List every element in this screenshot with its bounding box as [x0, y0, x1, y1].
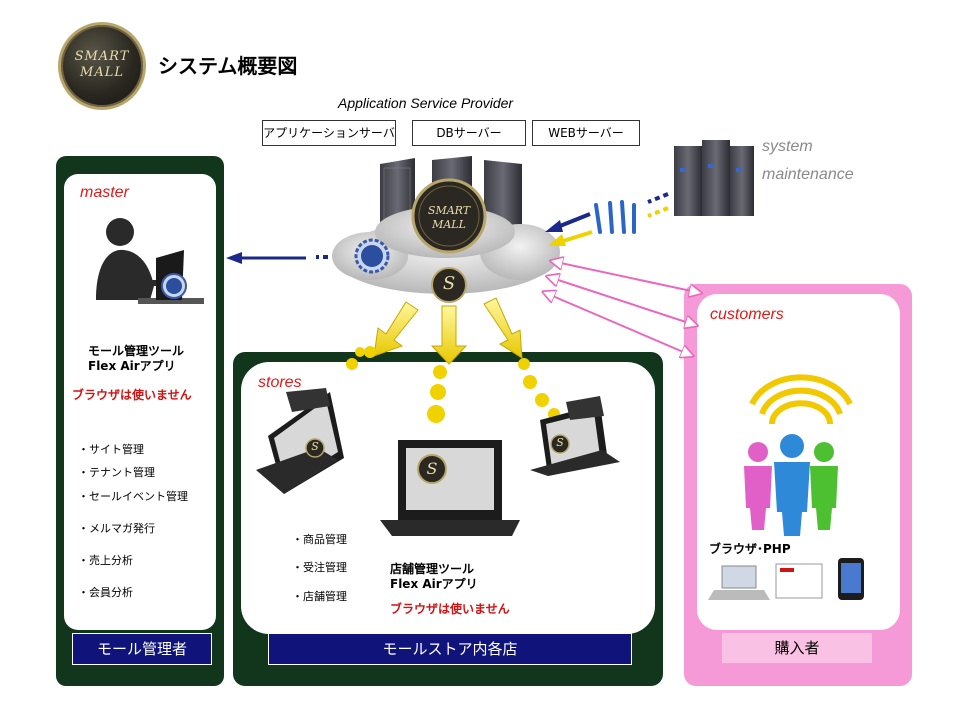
laptop-s-badge-center [417, 454, 447, 484]
stores-no-browser: ブラウザは使いません [390, 602, 510, 616]
arrows-to-customers [548, 262, 696, 354]
master-heading: master [80, 184, 129, 201]
stores-tool-type: Flex Airアプリ [390, 577, 478, 591]
cloud-smart-mall-logo [411, 178, 487, 254]
customers-footer-label: 購入者 [722, 633, 872, 663]
customer-person-pink [744, 442, 772, 530]
master-panel-inner [64, 174, 216, 630]
arrow-to-master [226, 252, 328, 264]
maintenance-arrow-navy [545, 192, 669, 232]
store-laptop-back-right [566, 396, 604, 420]
arrow-to-store-center [430, 305, 468, 365]
store-laptop-center [380, 440, 520, 536]
coin-trail-right [518, 358, 560, 420]
master-tool-type: Flex Airアプリ [88, 359, 176, 373]
maintenance-line2: maintenance [762, 166, 854, 183]
smart-mall-logo: SMART MALL [58, 22, 146, 110]
store-laptop-right [530, 404, 620, 476]
customer-person-blue [774, 434, 810, 536]
cloud-logo-line1: SMART [427, 204, 471, 217]
laptop-s-badge-right [550, 434, 570, 454]
device-smartphone-icon [838, 558, 864, 600]
cloud-s-icon-blue [354, 238, 390, 274]
page-title: システム概要図 [158, 54, 298, 78]
logo-line2: MALL [80, 65, 124, 80]
logo-line1: SMART [74, 49, 130, 64]
admin-person-icon [96, 218, 204, 304]
stores-tool-name: 店舗管理ツール [390, 562, 475, 576]
arrow-to-store-right [483, 297, 523, 359]
master-function-item: ・サイト管理 [78, 443, 144, 456]
device-tablet-icon [775, 563, 823, 599]
web-server-box: WEBサーバー [532, 120, 640, 146]
master-function-item: ・セールイベント管理 [78, 490, 188, 503]
device-laptop-icon [708, 565, 770, 600]
customer-person-green [810, 442, 838, 530]
stores-heading: stores [258, 374, 302, 391]
stores-function-item: ・店舗管理 [292, 590, 347, 603]
stores-footer-label: モールストア内各店 [268, 633, 632, 665]
store-laptop-back-left [286, 388, 330, 412]
laptop-s-letter-right: S [556, 436, 564, 449]
cloud-s-badge [431, 267, 467, 303]
wrench-icons [594, 200, 636, 234]
master-footer-label: モール管理者 [72, 633, 212, 665]
stores-function-item: ・受注管理 [292, 561, 347, 574]
master-tool-name: モール管理ツール [88, 344, 185, 358]
coin-trail-center [427, 365, 447, 423]
laptop-s-letter-left: S [311, 440, 319, 453]
master-s-icon [161, 273, 187, 299]
store-laptop-left [256, 392, 344, 494]
master-function-item: ・会員分析 [78, 586, 133, 599]
maintenance-line1: system [762, 138, 813, 155]
coin-trail-left [346, 346, 376, 370]
wifi-icon [749, 374, 853, 425]
maintenance-arrow-yellow [548, 206, 669, 246]
db-server-box: DBサーバー [412, 120, 526, 146]
master-no-browser: ブラウザは使いません [72, 388, 192, 402]
laptop-s-letter-center: S [426, 459, 438, 478]
master-function-item: ・テナント管理 [78, 466, 155, 479]
master-function-item: ・売上分析 [78, 554, 133, 567]
stores-function-item: ・商品管理 [292, 533, 347, 546]
customers-heading: customers [710, 306, 784, 323]
customers-browser-label: ブラウザ･PHP [709, 542, 791, 556]
asp-label: Application Service Provider [338, 95, 514, 111]
master-function-item: ・メルマガ発行 [78, 522, 155, 535]
arrow-to-store-left [373, 301, 419, 357]
maintenance-server-rack [674, 140, 754, 216]
laptop-s-badge-left [305, 438, 325, 458]
cloud-logo-line2: MALL [432, 218, 466, 231]
app-server-box: アプリケーションサーバ [262, 120, 396, 146]
cloud-s-letter: S [442, 273, 456, 294]
